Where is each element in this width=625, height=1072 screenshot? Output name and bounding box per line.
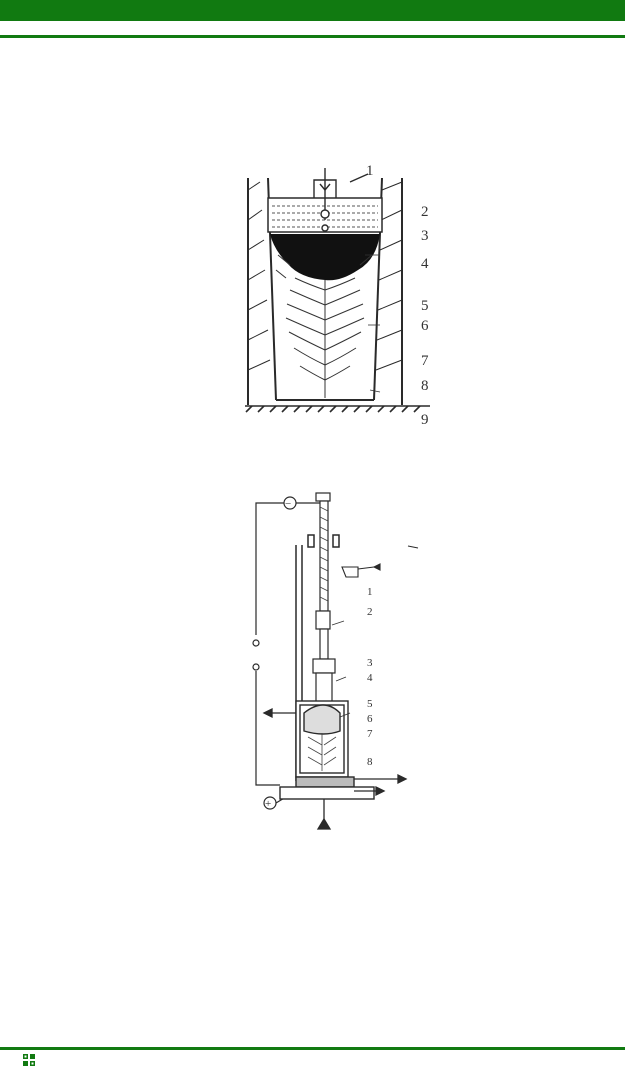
fig2-label-2: 2: [367, 606, 373, 618]
fig2-label-1: 1: [367, 586, 373, 598]
fig1-label-4: 4: [421, 256, 429, 272]
mould-hatching: [247, 181, 403, 371]
fig2-label-8: 8: [367, 756, 373, 768]
header-bar: [0, 0, 625, 21]
feed-mechanism: [341, 545, 419, 578]
minus-terminal-sign: −: [285, 498, 291, 510]
fig1-label-6: 6: [421, 318, 429, 334]
fig1-label-7: 7: [421, 353, 429, 369]
water-cooled-crystallizer: [279, 700, 375, 800]
coolant-flow-arrows: [262, 707, 408, 830]
header-rule: [0, 35, 625, 38]
publisher-logo-icon: [22, 1053, 36, 1067]
plus-terminal-sign: +: [265, 798, 271, 810]
liquid-metal-pool: [270, 234, 380, 281]
fig1-label-8: 8: [421, 378, 429, 394]
fig1-label-2: 2: [421, 204, 429, 220]
fig1-label-9: 9: [421, 412, 429, 428]
ingot-mould-diagram: 1 2 3 4 5 6 7 8 9: [245, 163, 430, 428]
fig2-label-4: 4: [367, 672, 373, 684]
power-circuit: [252, 496, 320, 810]
fig2-label-7: 7: [367, 728, 373, 740]
fig1-label-5: 5: [421, 298, 429, 314]
footer-rule: [0, 1047, 625, 1050]
fig2-label-5: 5: [367, 698, 373, 710]
dendritic-crystals: [275, 254, 373, 398]
fig1-label-3: 3: [421, 228, 429, 244]
leader-lines-2: [331, 620, 351, 718]
base-plate: [245, 405, 430, 413]
electrode-feed: [313, 168, 369, 232]
fig2-label-6: 6: [367, 713, 373, 725]
fig1-label-1: 1: [366, 163, 374, 179]
leader-lines: [365, 254, 381, 393]
remelting-apparatus-diagram: − +: [252, 492, 419, 830]
electrode-rod: [312, 492, 336, 719]
fig2-label-3: 3: [367, 657, 373, 669]
